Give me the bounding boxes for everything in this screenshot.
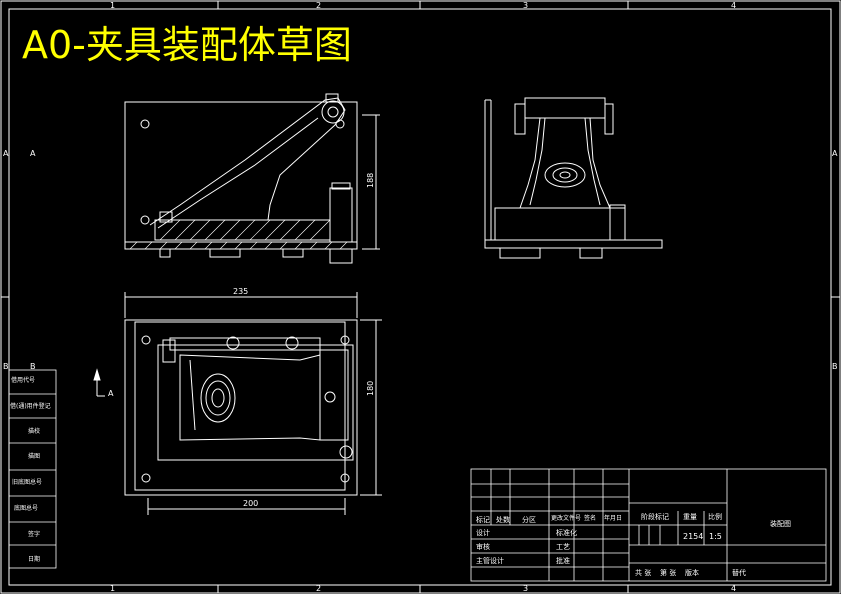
zone-row-a-left: A xyxy=(3,149,9,158)
zone-row-b-inner: B xyxy=(30,362,36,371)
side-row-8: 借用代号 xyxy=(11,376,35,384)
dim-top-height: 180 xyxy=(366,381,375,396)
tb-stage-mark: 阶段标记 xyxy=(641,512,669,521)
tb-weight-value: 2154 xyxy=(683,532,703,541)
zone-col-2-bottom: 2 xyxy=(316,584,321,593)
tb-weight: 重量 xyxy=(683,513,697,521)
zone-col-3-bottom: 3 xyxy=(523,584,528,593)
side-row-4: 签字 xyxy=(28,530,40,538)
section-marker-label: A xyxy=(108,389,114,398)
drawing-title: A0-夹具装配体草图 xyxy=(22,23,352,67)
zone-row-b-right: B xyxy=(832,362,838,371)
tb-mark: 标记 xyxy=(476,515,490,524)
side-row-2: 旧底图总号 xyxy=(12,478,42,486)
tb-sign: 签名 xyxy=(584,514,596,522)
tb-sheet-no: 第 张 xyxy=(660,568,676,577)
title-block xyxy=(470,468,827,582)
zone-col-3-top: 3 xyxy=(523,1,528,10)
zone-row-a-inner: A xyxy=(30,149,36,158)
tb-version: 版本 xyxy=(685,568,699,577)
side-row-3: 底图总号 xyxy=(14,504,38,512)
side-row-6: 描图 xyxy=(28,452,40,460)
tb-proofread: 审核 xyxy=(476,542,490,551)
tb-count: 处数 xyxy=(496,515,510,524)
tb-approve: 批准 xyxy=(556,556,570,565)
zone-col-4-top: 4 xyxy=(731,1,736,10)
zone-col-4-bottom: 4 xyxy=(731,584,736,593)
dim-front-height: 188 xyxy=(366,173,375,188)
tb-sheets: 共 张 xyxy=(635,568,651,577)
tb-scale: 比例 xyxy=(708,512,722,521)
side-row-1: 借(通)用件登记 xyxy=(10,402,51,410)
top-view xyxy=(93,292,382,515)
dim-top-width: 235 xyxy=(233,287,248,296)
zone-col-2-top: 2 xyxy=(316,1,321,10)
zone-col-1-bottom: 1 xyxy=(110,584,115,593)
tb-process: 工艺 xyxy=(556,543,570,551)
zone-row-a-right: A xyxy=(832,149,838,158)
zone-col-1-top: 1 xyxy=(110,1,115,10)
dim-top-bottom-width: 200 xyxy=(243,499,258,508)
tb-replace: 替代 xyxy=(732,568,746,577)
tb-design: 设计 xyxy=(476,528,490,537)
zone-row-b-left: B xyxy=(3,362,9,371)
side-table xyxy=(8,369,57,569)
front-view xyxy=(124,93,380,264)
tb-chief-design: 主管设计 xyxy=(476,556,504,565)
side-row-7: 描校 xyxy=(28,427,40,435)
side-row-5: 日期 xyxy=(28,555,40,563)
tb-zone: 分区 xyxy=(522,515,536,524)
tb-standardize: 标准化 xyxy=(556,528,577,537)
side-view xyxy=(484,97,663,259)
tb-doc-no: 更改文件号 xyxy=(551,514,581,522)
tb-drawing-name: 装配图 xyxy=(770,519,791,528)
tb-scale-value: 1:5 xyxy=(709,532,722,541)
tb-date: 年月日 xyxy=(604,514,622,522)
